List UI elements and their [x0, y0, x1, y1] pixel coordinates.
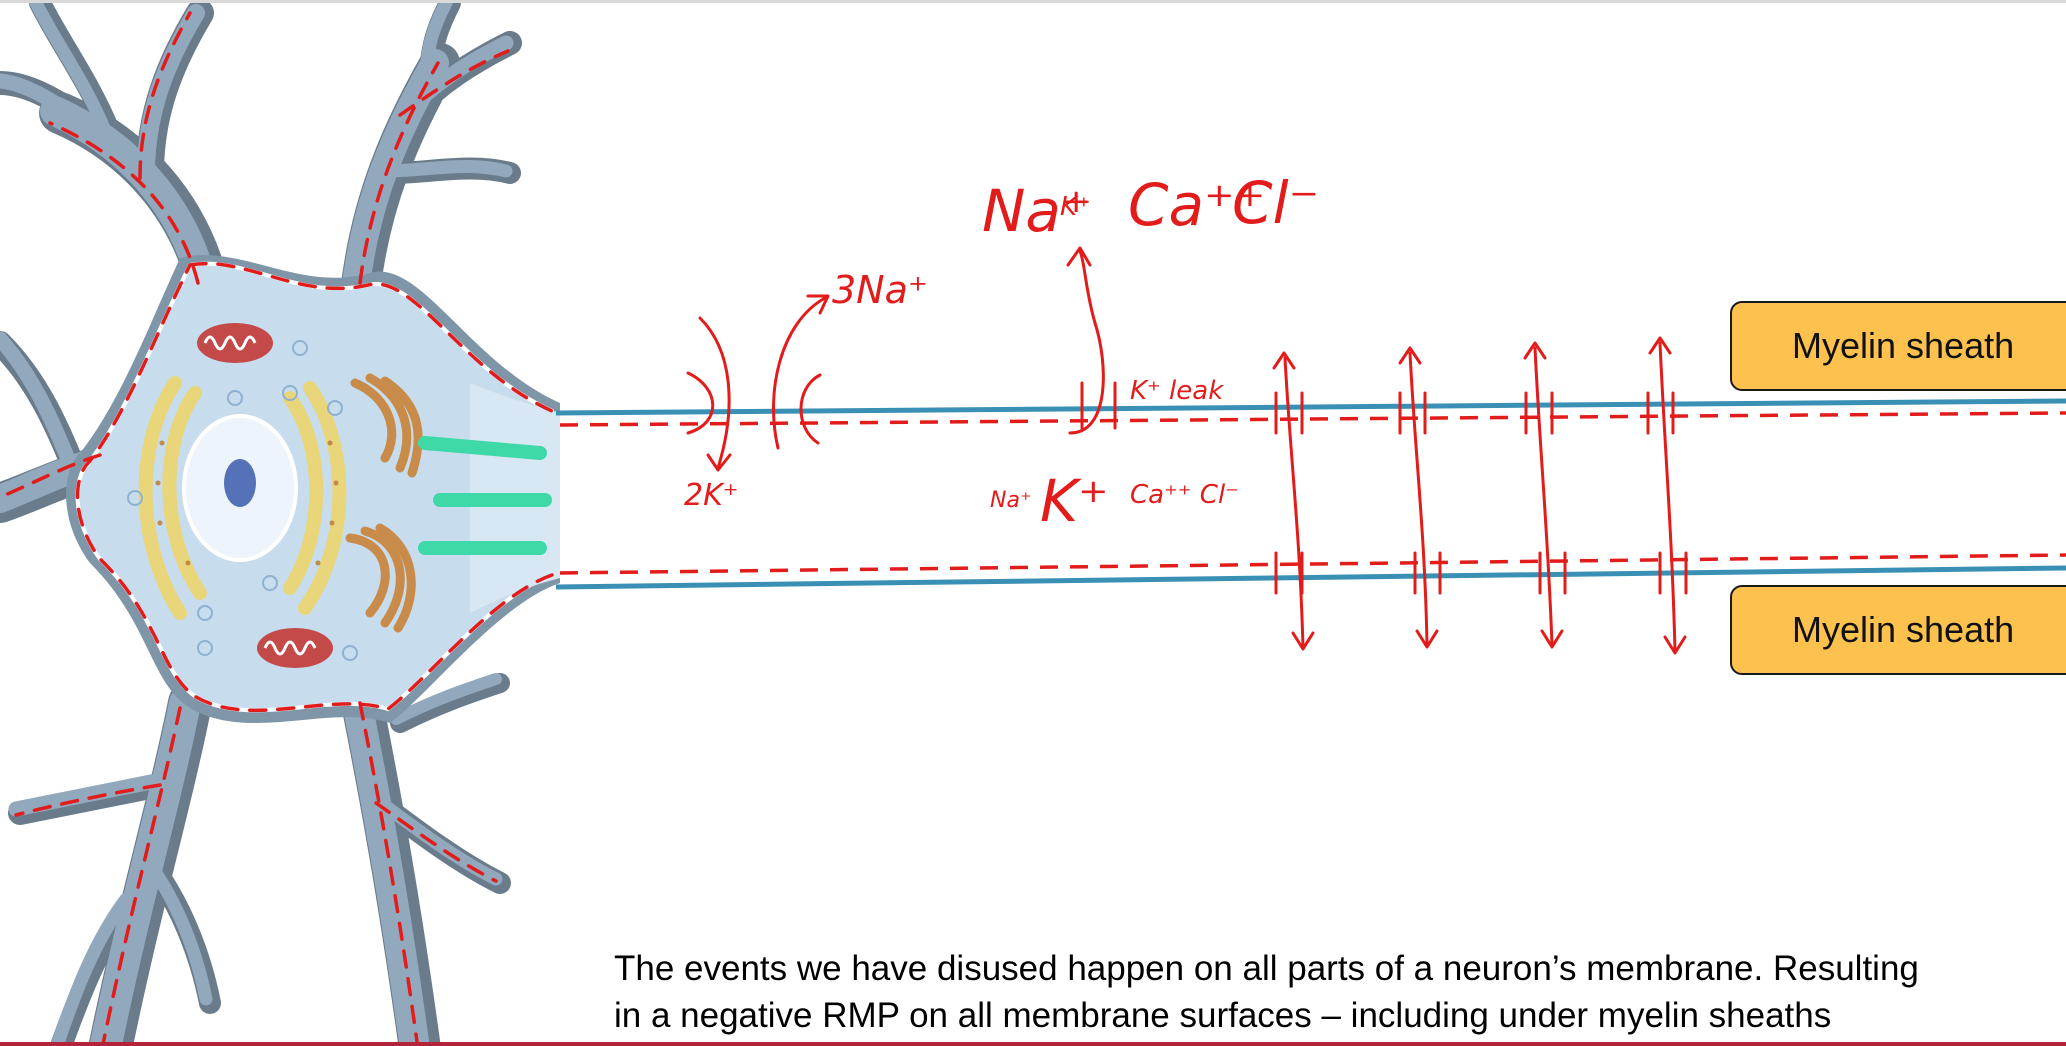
pump-arrow-out-head — [806, 294, 830, 315]
myelin-sheath-bottom: Myelin sheath — [1730, 585, 2066, 675]
outside-k-label: K⁺ — [1060, 192, 1091, 222]
axon — [555, 398, 2066, 590]
golgi-apparatus — [345, 373, 423, 633]
axon-charges-top — [559, 411, 2066, 427]
neuron-diagram: 3Na⁺ 2K⁺ Na⁺ K⁺ Ca⁺⁺ Cl⁻ K⁺ leak Na⁺ K⁺ … — [0, 3, 2066, 1046]
axon-membrane-bottom — [555, 565, 2066, 590]
neuron-illustration — [0, 3, 561, 1046]
caption-line-2: in a negative RMP on all membrane surfac… — [614, 996, 1832, 1035]
microtubules — [418, 436, 552, 555]
channels-top — [1274, 391, 1675, 435]
k-leak-label: K⁺ leak — [1130, 376, 1224, 406]
hand-labels: 3Na⁺ 2K⁺ Na⁺ K⁺ Ca⁺⁺ Cl⁻ K⁺ leak Na⁺ K⁺ … — [684, 169, 1319, 535]
k-leak-arrow-head — [1066, 246, 1092, 267]
myelin-sheath-bottom-label: Myelin sheath — [1792, 609, 2015, 650]
pump-out-label: 3Na⁺ — [832, 268, 928, 312]
nucleolus — [224, 459, 256, 507]
endoplasmic-reticulum — [138, 376, 347, 620]
neuron-membrane-charges — [0, 11, 554, 1046]
inside-ca-cl-label: Ca⁺⁺ Cl⁻ — [1130, 480, 1239, 510]
dendrites-highlight — [0, 3, 514, 1046]
pump-arrow-in-head — [706, 453, 732, 472]
caption-line-1: The events we have disused happen on all… — [614, 949, 1919, 988]
axon-membrane-top — [555, 398, 2066, 416]
pump-in-label: 2K⁺ — [684, 478, 739, 513]
er-dots — [155, 440, 339, 566]
ion-flow-arrows — [1272, 336, 1687, 655]
outside-na-label: Na⁺ — [982, 177, 1092, 245]
k-leak-arrow — [1068, 249, 1105, 435]
ribosome-clusters — [127, 340, 358, 661]
pump-arrow-out — [772, 296, 827, 450]
myelin-sheath-top: Myelin sheath — [1730, 301, 2066, 391]
caption: The events we have disused happen on all… — [614, 945, 2059, 1039]
mitochondria — [197, 323, 333, 668]
hand-annotations — [686, 246, 1688, 655]
pump-bracket-right — [799, 373, 822, 445]
outside-cl-label: Cl⁻ — [1232, 169, 1319, 237]
myelin-sheath-top-label: Myelin sheath — [1792, 325, 2015, 366]
inside-k-label: K⁺ — [1040, 467, 1109, 535]
channels-bottom — [1274, 551, 1688, 595]
inside-na-label: Na⁺ — [990, 488, 1032, 513]
axon-charges-bottom — [559, 553, 2066, 575]
bottom-rule — [0, 1042, 2066, 1046]
pump-bracket-left — [686, 371, 715, 435]
pump-arrow-in — [698, 316, 731, 470]
outside-ca-label: Ca⁺⁺ — [1128, 171, 1265, 239]
